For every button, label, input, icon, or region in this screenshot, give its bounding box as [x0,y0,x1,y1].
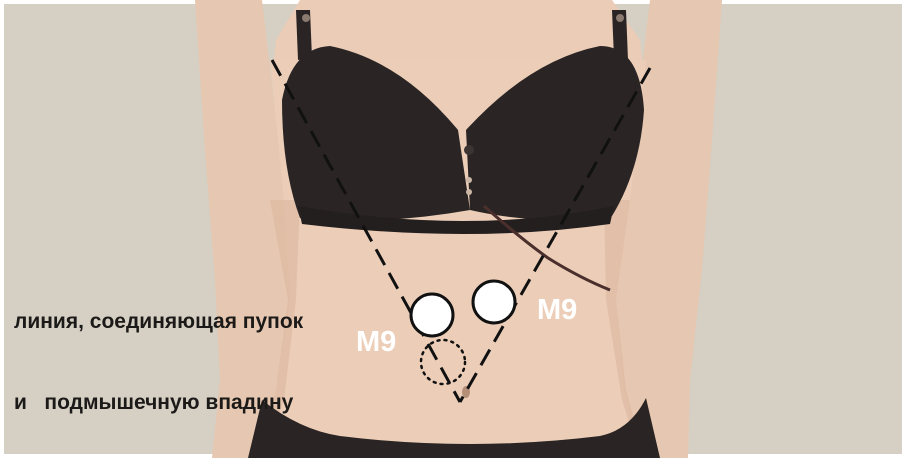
bra-ornament-2 [466,189,472,195]
bra-ornament-1 [466,177,472,183]
caption-line-1: линия, соединяющая пупок [14,308,303,335]
strap-hardware-right [616,14,624,22]
circle-marker-icon-right [473,281,515,323]
point-label-right: M9 [537,296,577,325]
caption: линия, соединяющая пупок и подмышечную в… [14,254,303,470]
caption-line-2: и подмышечную впадину [14,389,303,416]
point-label-left: M9 [356,328,396,357]
bra-bow [464,145,474,155]
anatomy-illustration: линия, соединяющая пупок и подмышечную в… [0,0,906,458]
circle-marker-icon-left [411,294,453,336]
strap-hardware-left [302,14,310,22]
